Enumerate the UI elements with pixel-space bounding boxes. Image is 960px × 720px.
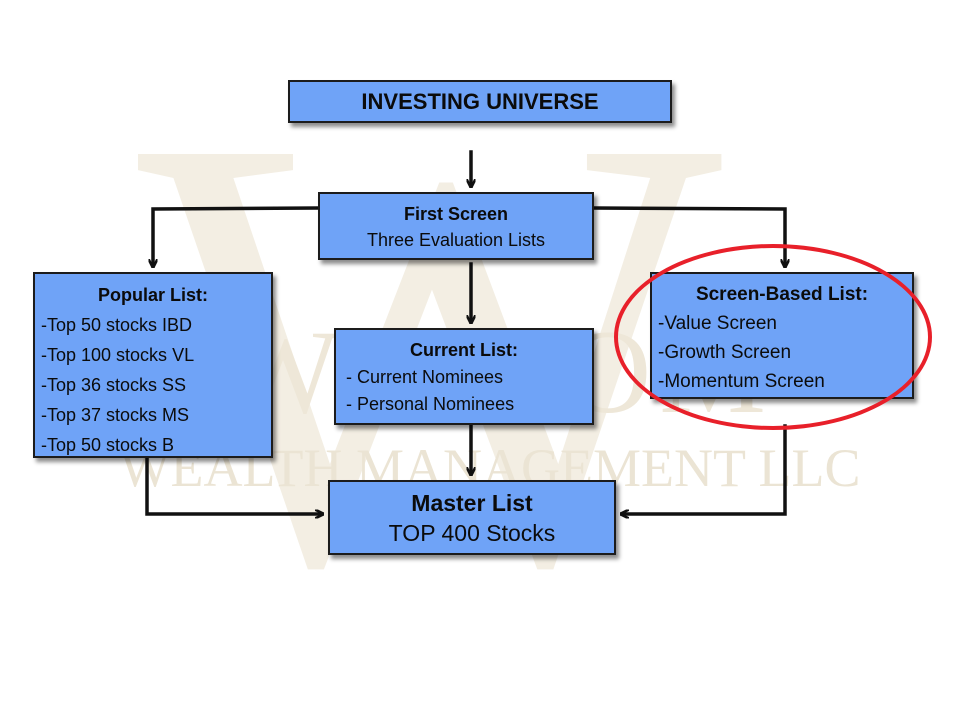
arrow-screen-to-master	[622, 424, 787, 514]
arrow-first-to-popular	[153, 206, 320, 266]
popular-list-item: -Top 36 stocks SS	[41, 375, 187, 395]
current-list-title: Current List:	[410, 340, 518, 360]
current-list-item: - Personal Nominees	[346, 394, 515, 414]
first-screen-subtitle: Three Evaluation Lists	[366, 230, 546, 250]
first-screen-title: First Screen	[403, 204, 509, 224]
investing-universe-box: INVESTING UNIVERSE	[288, 80, 672, 123]
highlight-circle	[614, 244, 932, 430]
master-list-title: Master List	[411, 490, 533, 516]
popular-list-item: -Top 50 stocks IBD	[41, 315, 193, 335]
first-screen-box: First Screen Three Evaluation Lists	[318, 192, 594, 260]
popular-list-item: -Top 100 stocks VL	[41, 345, 195, 365]
arrow-popular-to-master	[145, 456, 322, 514]
investing-universe-title: INVESTING UNIVERSE	[361, 89, 599, 114]
popular-list-title: Popular List:	[97, 285, 208, 305]
popular-list-item: -Top 50 stocks B	[41, 435, 175, 455]
popular-list-item: -Top 37 stocks MS	[41, 405, 190, 425]
master-list-box: Master List TOP 400 Stocks	[328, 480, 616, 555]
current-list-item: - Current Nominees	[346, 367, 504, 387]
current-list-box: Current List: - Current Nominees - Perso…	[334, 328, 594, 425]
master-list-subtitle: TOP 400 Stocks	[388, 520, 556, 546]
popular-list-box: Popular List: -Top 50 stocks IBD -Top 10…	[33, 272, 273, 458]
